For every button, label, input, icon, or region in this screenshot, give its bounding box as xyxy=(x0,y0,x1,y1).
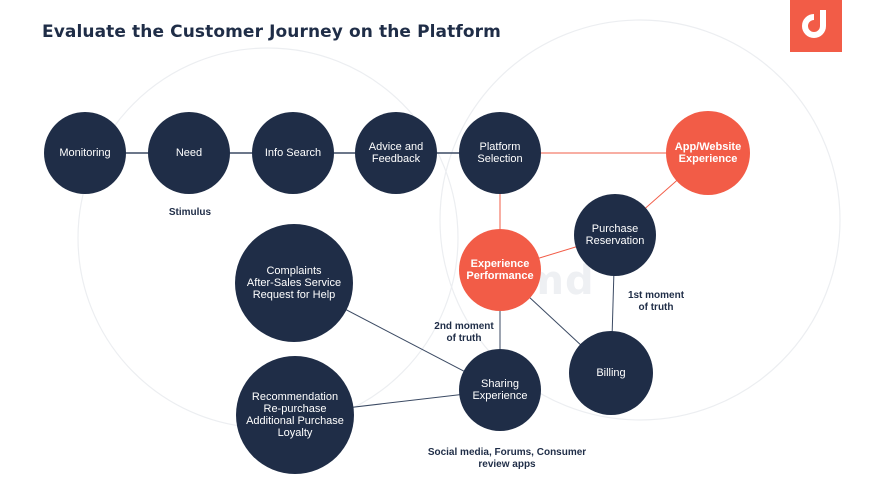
node-app-website-experience: App/Website Experience xyxy=(666,111,750,195)
label-second-moment-of-truth: 2nd moment of truth xyxy=(434,321,494,344)
node-need: Need xyxy=(148,112,230,194)
node-info-search: Info Search xyxy=(252,112,334,194)
node-sharing-experience: Sharing Experience xyxy=(459,349,541,431)
label-social-media: Social media, Forums, Consumer review ap… xyxy=(427,447,587,470)
label-stimulus: Stimulus xyxy=(168,207,212,218)
node-billing: Billing xyxy=(569,331,653,415)
node-monitoring: Monitoring xyxy=(44,112,126,194)
brand-logo-icon xyxy=(790,0,842,52)
page-title: Evaluate the Customer Journey on the Pla… xyxy=(42,22,501,42)
background-circle-right xyxy=(439,19,841,421)
node-complaints: Complaints After-Sales Service Request f… xyxy=(235,224,353,342)
label-first-moment-of-truth: 1st moment of truth xyxy=(627,290,685,313)
node-recommendation: Recommendation Re-purchase Additional Pu… xyxy=(236,356,354,474)
node-advice-feedback: Advice and Feedback xyxy=(355,112,437,194)
node-platform-selection: Platform Selection xyxy=(459,112,541,194)
node-purchase-reservation: Purchase Reservation xyxy=(574,194,656,276)
node-experience-performance: Experience Performance xyxy=(459,229,541,311)
